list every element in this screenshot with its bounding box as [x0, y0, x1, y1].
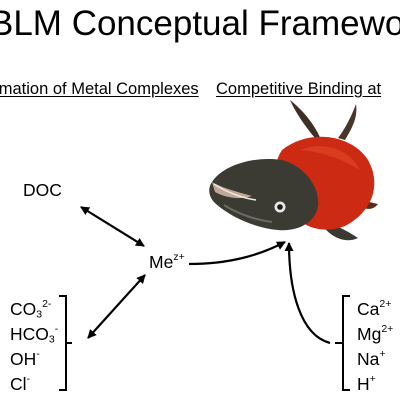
ligand-chloride: Cl-: [10, 373, 31, 394]
cation-bracket: [335, 295, 350, 391]
cation-calcium: Ca2+: [357, 298, 392, 319]
ligand-bracket: [59, 295, 72, 391]
cation-to-gill-arrow: [284, 242, 331, 345]
metal-to-gill-arrow: [188, 241, 286, 266]
ligand-bicarbonate: HCO3-: [10, 323, 59, 346]
metal-symbol: Me: [149, 252, 174, 272]
cation-sodium: Na+: [357, 348, 386, 369]
cation-hydrogen: H+: [357, 373, 376, 394]
metal-ion-label: Mez+: [149, 252, 185, 273]
subtitle-left: Formation of Metal Complexes: [0, 80, 199, 98]
ligand-metal-double-arrow: [87, 274, 146, 339]
metal-charge: z+: [173, 251, 185, 264]
subtitle-right: Competitive Binding at: [216, 80, 382, 98]
ligand-hydroxide: OH-: [10, 348, 40, 369]
slide-title: BLM Conceptual Framework: [0, 4, 400, 43]
doc-label: DOC: [23, 180, 62, 200]
doc-metal-double-arrow: [80, 206, 145, 247]
ligand-carbonate: CO32-: [10, 298, 52, 321]
cation-magnesium: Mg2+: [357, 323, 394, 344]
salmon-gill-icon: [209, 100, 378, 241]
